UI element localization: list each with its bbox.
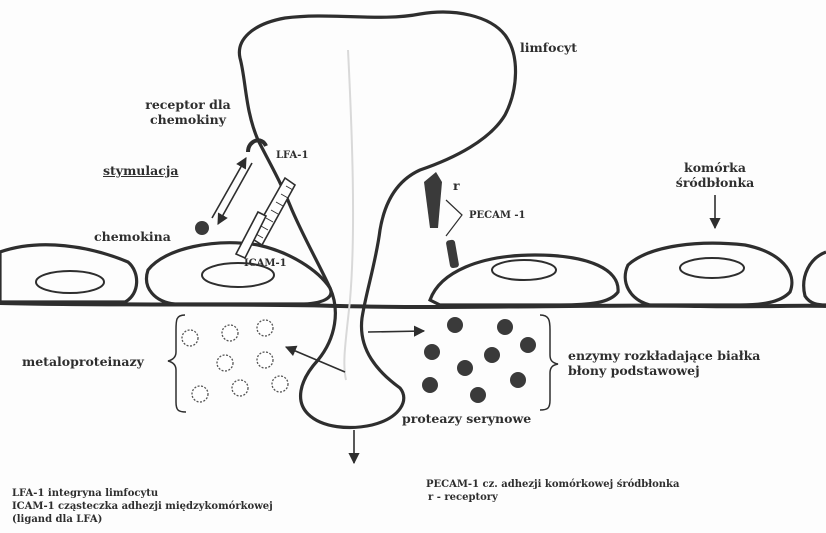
- nucleus: [492, 260, 556, 280]
- legend-receptors: r - receptory: [426, 491, 679, 504]
- lfa1-label: LFA-1: [276, 150, 308, 162]
- endothelial-line-1: komórka: [660, 160, 770, 175]
- legend-right: PECAM-1 cz. adhezji komórkowej śródbłonk…: [426, 478, 679, 504]
- endothelial-cells: [0, 243, 826, 305]
- legend-icam1-ligand: (ligand dla LFA): [12, 513, 273, 526]
- enzymes-line-2: błony podstawowej: [568, 363, 760, 378]
- arrow-to-serine-proteases: [368, 331, 424, 332]
- receptor-line-1: receptor dla: [128, 97, 248, 112]
- chemokine-receptor-label: receptor dla chemokiny: [128, 97, 248, 127]
- right-brace: [540, 315, 558, 410]
- stimulation-label: stymulacja: [103, 163, 178, 178]
- metalloproteinases-label: metaloproteinazy: [22, 354, 144, 369]
- icam1-label: ICAM-1: [244, 258, 287, 270]
- pecam1-label: PECAM -1: [469, 210, 526, 222]
- endothelial-cell: [625, 243, 792, 305]
- lymphocyte-label: limfocyt: [520, 40, 577, 55]
- chemokine-dot: [195, 221, 209, 235]
- serine-proteases-label: proteazy serynowe: [402, 411, 531, 426]
- endothelial-cell-label: komórka śródbłonka: [660, 160, 770, 190]
- serine-protease-dots: [422, 317, 536, 403]
- legend-left: LFA-1 integryna limfocytu ICAM-1 cząstec…: [12, 487, 273, 526]
- chemokine-label: chemokina: [94, 229, 171, 244]
- pecam1-bracket: [446, 200, 462, 236]
- enzymes-line-1: enzymy rozkładające białka: [568, 348, 760, 363]
- legend-pecam1: PECAM-1 cz. adhezji komórkowej śródbłonk…: [426, 478, 679, 491]
- legend-icam1: ICAM-1 cząsteczka adhezji międzykomórkow…: [12, 500, 273, 513]
- stimulation-arrow-up: [212, 158, 246, 218]
- arrow-to-metalloproteinases: [286, 347, 345, 372]
- left-brace: [168, 315, 186, 412]
- receptor-line-2: chemokiny: [128, 112, 248, 127]
- legend-lfa1: LFA-1 integryna limfocytu: [12, 487, 273, 500]
- endothelial-line-2: śródbłonka: [660, 175, 770, 190]
- enzymes-label: enzymy rozkładające białka błony podstaw…: [568, 348, 760, 378]
- stimulation-arrow-down: [218, 163, 252, 224]
- nucleus: [680, 258, 744, 278]
- endothelial-cell: [804, 252, 826, 305]
- metalloproteinase-dots: [182, 320, 288, 402]
- receptor-r-label: r: [453, 178, 460, 193]
- nucleus: [36, 271, 104, 293]
